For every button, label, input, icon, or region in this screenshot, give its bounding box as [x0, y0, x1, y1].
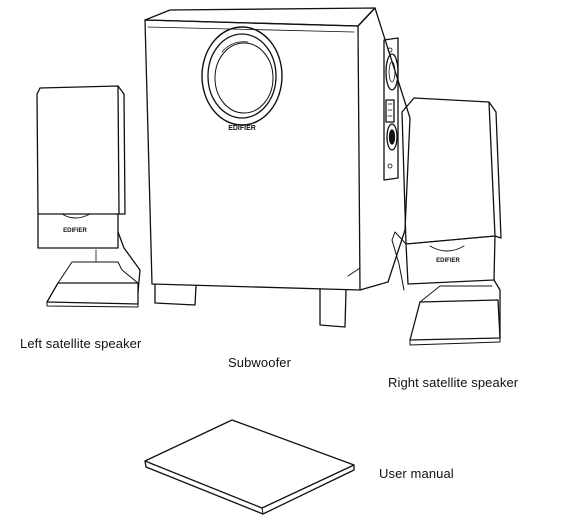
label-left-satellite-speaker: Left satellite speaker	[20, 336, 142, 351]
label-subwoofer: Subwoofer	[228, 355, 292, 370]
left-satellite-logo: EDIFIER	[63, 228, 87, 234]
label-user-manual: User manual	[379, 466, 454, 481]
subwoofer-illustration	[144, 7, 411, 328]
label-right-satellite-speaker: Right satellite speaker	[388, 375, 519, 390]
right-satellite-illustration	[391, 97, 502, 346]
left-satellite-illustration	[36, 85, 141, 308]
user-manual-illustration	[144, 419, 355, 515]
right-satellite-logo: EDIFIER	[436, 258, 460, 264]
subwoofer-logo: EDIFIER	[228, 125, 256, 132]
